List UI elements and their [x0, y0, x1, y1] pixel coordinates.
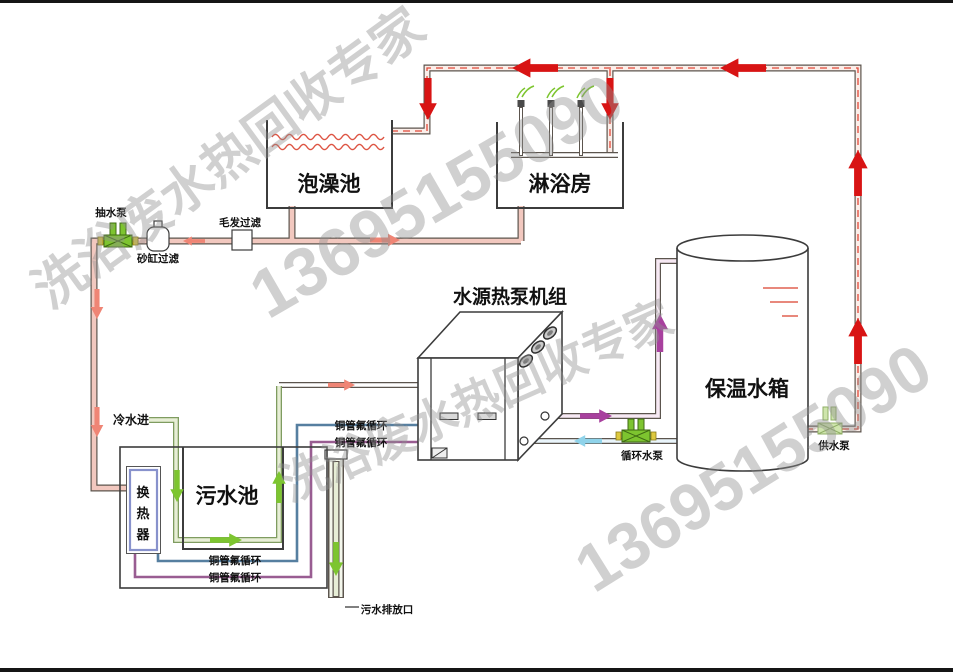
flow-arrow — [580, 409, 612, 423]
hair-filter-label: 毛发过滤 — [219, 216, 261, 229]
sewage-pool-label: 污水池 — [196, 485, 259, 508]
shower-head-icon — [516, 87, 526, 99]
flow-arrow — [848, 150, 868, 196]
flow-arrows — [90, 58, 868, 576]
heat-exchanger-label: 器 — [135, 527, 150, 542]
copper-pipe-blue — [156, 423, 419, 563]
flow-arrow — [574, 435, 602, 447]
flow-arrow — [512, 58, 558, 78]
shower-head-icon — [551, 85, 565, 98]
heat-exchanger — [126, 466, 161, 554]
shower-head-icon — [581, 85, 595, 98]
cold-water-in-label: 冷水进 — [113, 412, 149, 427]
shower-head-icon — [546, 87, 556, 99]
shower-head-icon — [517, 100, 525, 107]
supply-pump-icon — [817, 406, 843, 435]
storage-tank-label: 保温水箱 — [704, 377, 789, 401]
suction-pump-icon — [97, 222, 139, 248]
shower-head-icon — [521, 85, 535, 98]
shower-room-label: 淋浴房 — [529, 172, 592, 196]
hair-filter-icon — [231, 229, 253, 251]
flow-arrow — [272, 471, 286, 503]
page-border-top — [0, 0, 953, 3]
storage-tank — [676, 234, 809, 472]
compressor-rings — [518, 326, 558, 368]
heat-exchanger-label: 换 — [136, 485, 150, 500]
page-border-bottom — [0, 668, 953, 672]
pipe-flange — [540, 411, 550, 421]
sewage-pool — [119, 446, 328, 589]
heat-exchanger-label: 热 — [136, 506, 149, 521]
shower-head-icon — [577, 100, 585, 107]
copper-loop-label: 铜管氟循环 — [209, 571, 262, 584]
flow-arrow — [601, 78, 619, 120]
flow-arrow — [848, 318, 868, 364]
bath-pool — [266, 120, 393, 209]
water-wave — [271, 143, 385, 151]
sand-filter-icon — [146, 220, 170, 252]
circulation-pump-icon — [615, 418, 657, 443]
sewage-outlet-label: 污水排放口 — [361, 603, 414, 616]
flow-arrow — [90, 407, 104, 437]
shower-room — [496, 85, 624, 209]
copper-pipe-purple — [133, 440, 419, 579]
sand-filter-label: 砂缸过滤 — [136, 252, 179, 265]
pipe-flange — [519, 436, 529, 446]
wastewater-pipe — [90, 206, 525, 492]
flow-arrow — [720, 58, 766, 78]
copper-loop-label: 铜管氟循环 — [335, 436, 388, 449]
supply-pump-label: 供水泵 — [817, 439, 850, 452]
shower-heads — [516, 85, 595, 156]
flow-arrow — [90, 289, 104, 319]
flow-arrow — [183, 236, 205, 246]
heat-pump-label: 水源热泵机组 — [453, 285, 567, 308]
circulation-pump-label: 循环水泵 — [621, 449, 663, 462]
flow-arrow — [419, 78, 437, 120]
water-wave — [271, 133, 385, 141]
bath-pool-label: 泡澡池 — [298, 172, 361, 196]
heat-pump-unit — [416, 310, 564, 462]
flow-arrow — [328, 379, 355, 391]
flow-arrow — [328, 542, 344, 576]
labels: 泡澡池 淋浴房 水源热泵机组 保温水箱 污水池 换 热 器 抽水泵 毛发过滤 砂… — [95, 172, 850, 616]
flow-arrow — [652, 314, 668, 352]
shower-head-icon — [547, 100, 555, 107]
copper-loop-label: 铜管氟循环 — [209, 554, 262, 567]
shower-head-icon — [576, 87, 586, 99]
suction-pump-label: 抽水泵 — [95, 206, 127, 219]
flow-arrow — [210, 533, 242, 547]
flow-arrow — [370, 233, 400, 247]
copper-loop-label: 铜管氟循环 — [335, 419, 388, 432]
flow-arrow — [170, 470, 184, 502]
